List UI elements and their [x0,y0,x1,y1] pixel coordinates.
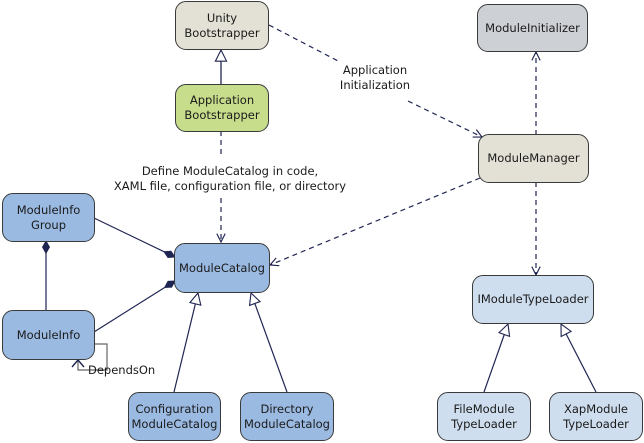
node-module-initializer[interactable]: ModuleInitializer [477,4,588,52]
label-depends-on: DependsOn [88,363,156,377]
node-imodule-type-loader[interactable]: IModuleTypeLoader [472,275,594,324]
edge-filemodule-imoduletypeloader [483,324,508,393]
node-directory-module-catalog[interactable]: Directory ModuleCatalog [240,392,334,441]
edge-configcatalog-modulecatalog [173,293,198,393]
label-application-initialization: Application Initialization [339,63,411,92]
edge-moduleinfogroup-modulecatalog [93,217,176,258]
node-module-info[interactable]: ModuleInfo [2,310,95,360]
edge-directorycatalog-modulecatalog [251,293,288,393]
node-configuration-module-catalog[interactable]: Configuration ModuleCatalog [128,392,221,441]
edge-xapmodule-imoduletypeloader [561,324,597,393]
edge-unity-modulemanager-b [407,100,482,137]
node-file-module-type-loader[interactable]: FileModule TypeLoader [437,392,531,441]
node-module-info-group[interactable]: ModuleInfo Group [2,193,95,242]
node-unity-bootstrapper[interactable]: Unity Bootstrapper [175,1,269,50]
node-module-manager[interactable]: ModuleManager [478,134,589,183]
node-module-catalog[interactable]: ModuleCatalog [174,243,270,293]
node-application-bootstrapper[interactable]: Application Bootstrapper [175,84,269,132]
edge-unity-modulemanager-a [268,24,341,63]
edge-moduleinfo-modulecatalog [93,280,176,333]
dependson-arrowhead [71,358,85,368]
edge-moduleinfo-dependson [77,343,108,371]
label-define-module-catalog: Define ModuleCatalog in code, XAML file,… [113,164,347,193]
edge-modulemanager-modulecatalog [270,177,481,265]
node-xap-module-type-loader[interactable]: XapModule TypeLoader [549,392,643,441]
